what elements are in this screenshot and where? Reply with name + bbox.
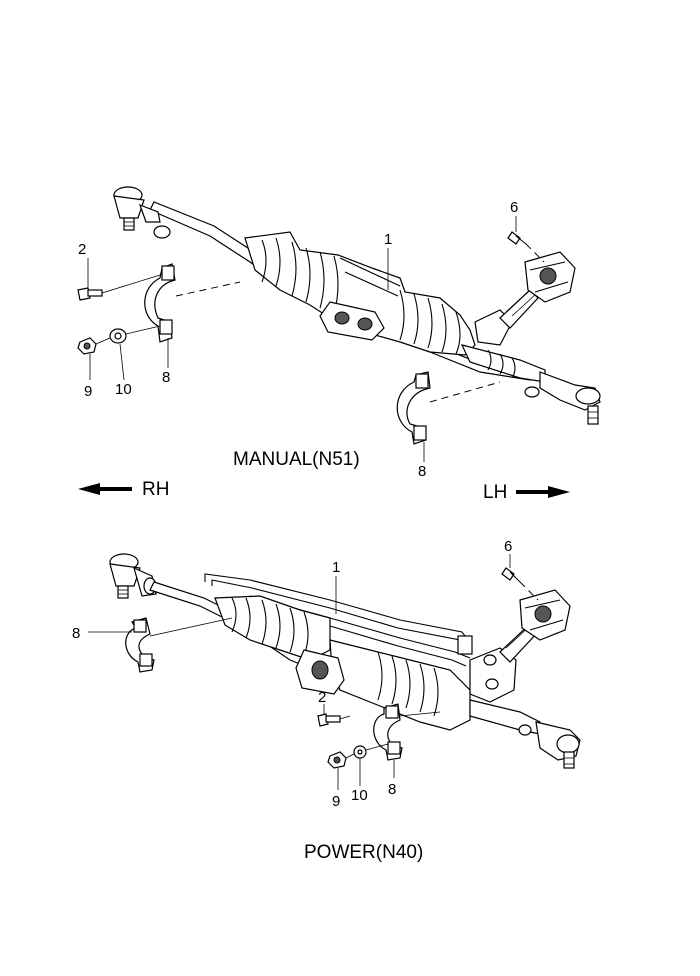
power-tie-rod-end-rh: [109, 553, 157, 599]
power-rack-mount-bracket: [295, 649, 345, 695]
manual-pinion-shaft: [474, 287, 539, 346]
manual-callout-8-lh: 8: [418, 463, 426, 480]
direction-indicator-rh: RH: [78, 479, 169, 500]
power-callout-8-lh: 8: [388, 781, 396, 798]
power-clamp-bracket-rh: [125, 617, 233, 673]
manual-nut-9: [77, 337, 97, 355]
manual-callout-10: 10: [115, 381, 132, 398]
manual-flexible-coupling: [524, 251, 576, 303]
power-callout-10: 10: [351, 787, 368, 804]
direction-indicator-lh: LH: [483, 482, 570, 503]
manual-caption: MANUAL(N51): [233, 449, 360, 470]
power-washer-10: [345, 743, 389, 759]
power-bolt-2: [317, 713, 351, 727]
power-callout-8-rh: 8: [72, 625, 80, 642]
manual-tie-rod-end-lh: [460, 344, 601, 425]
manual-tie-rod-end-rh: [113, 186, 171, 239]
power-callout-1: 1: [332, 559, 340, 576]
power-nut-9: [327, 751, 347, 769]
power-caption: POWER(N40): [304, 842, 423, 863]
power-tie-rod-end-lh: [469, 699, 581, 769]
manual-callout-1: 1: [384, 231, 392, 248]
manual-bolt-2: [77, 274, 161, 301]
manual-rack-housing: [244, 231, 476, 356]
manual-rack-mount-bracket: [319, 301, 385, 341]
power-steering-gear-assembly: 1 6 8 2 9 10 8: [72, 538, 581, 810]
power-callout-6: 6: [504, 538, 512, 555]
manual-callout-9: 9: [84, 383, 92, 400]
rh-label: RH: [142, 479, 169, 500]
lh-label: LH: [483, 482, 507, 503]
power-bolt-6: [501, 567, 539, 601]
power-flexible-coupling: [519, 589, 571, 641]
power-valve-housing: [469, 623, 539, 703]
manual-clamp-bracket-lh: [396, 371, 501, 445]
power-rack-housing: [214, 595, 471, 731]
manual-callout-2: 2: [78, 241, 86, 258]
manual-washer-10: [95, 325, 161, 345]
manual-bolt-6: [507, 231, 545, 263]
manual-clamp-bracket-rh: [144, 263, 241, 343]
manual-steering-gear-assembly: 1 6 2 9 10 8 8: [77, 186, 601, 480]
power-callout-9: 9: [332, 793, 340, 810]
power-callout-2: 2: [318, 689, 326, 706]
manual-callout-8-rh: 8: [162, 369, 170, 386]
manual-callout-6: 6: [510, 199, 518, 216]
